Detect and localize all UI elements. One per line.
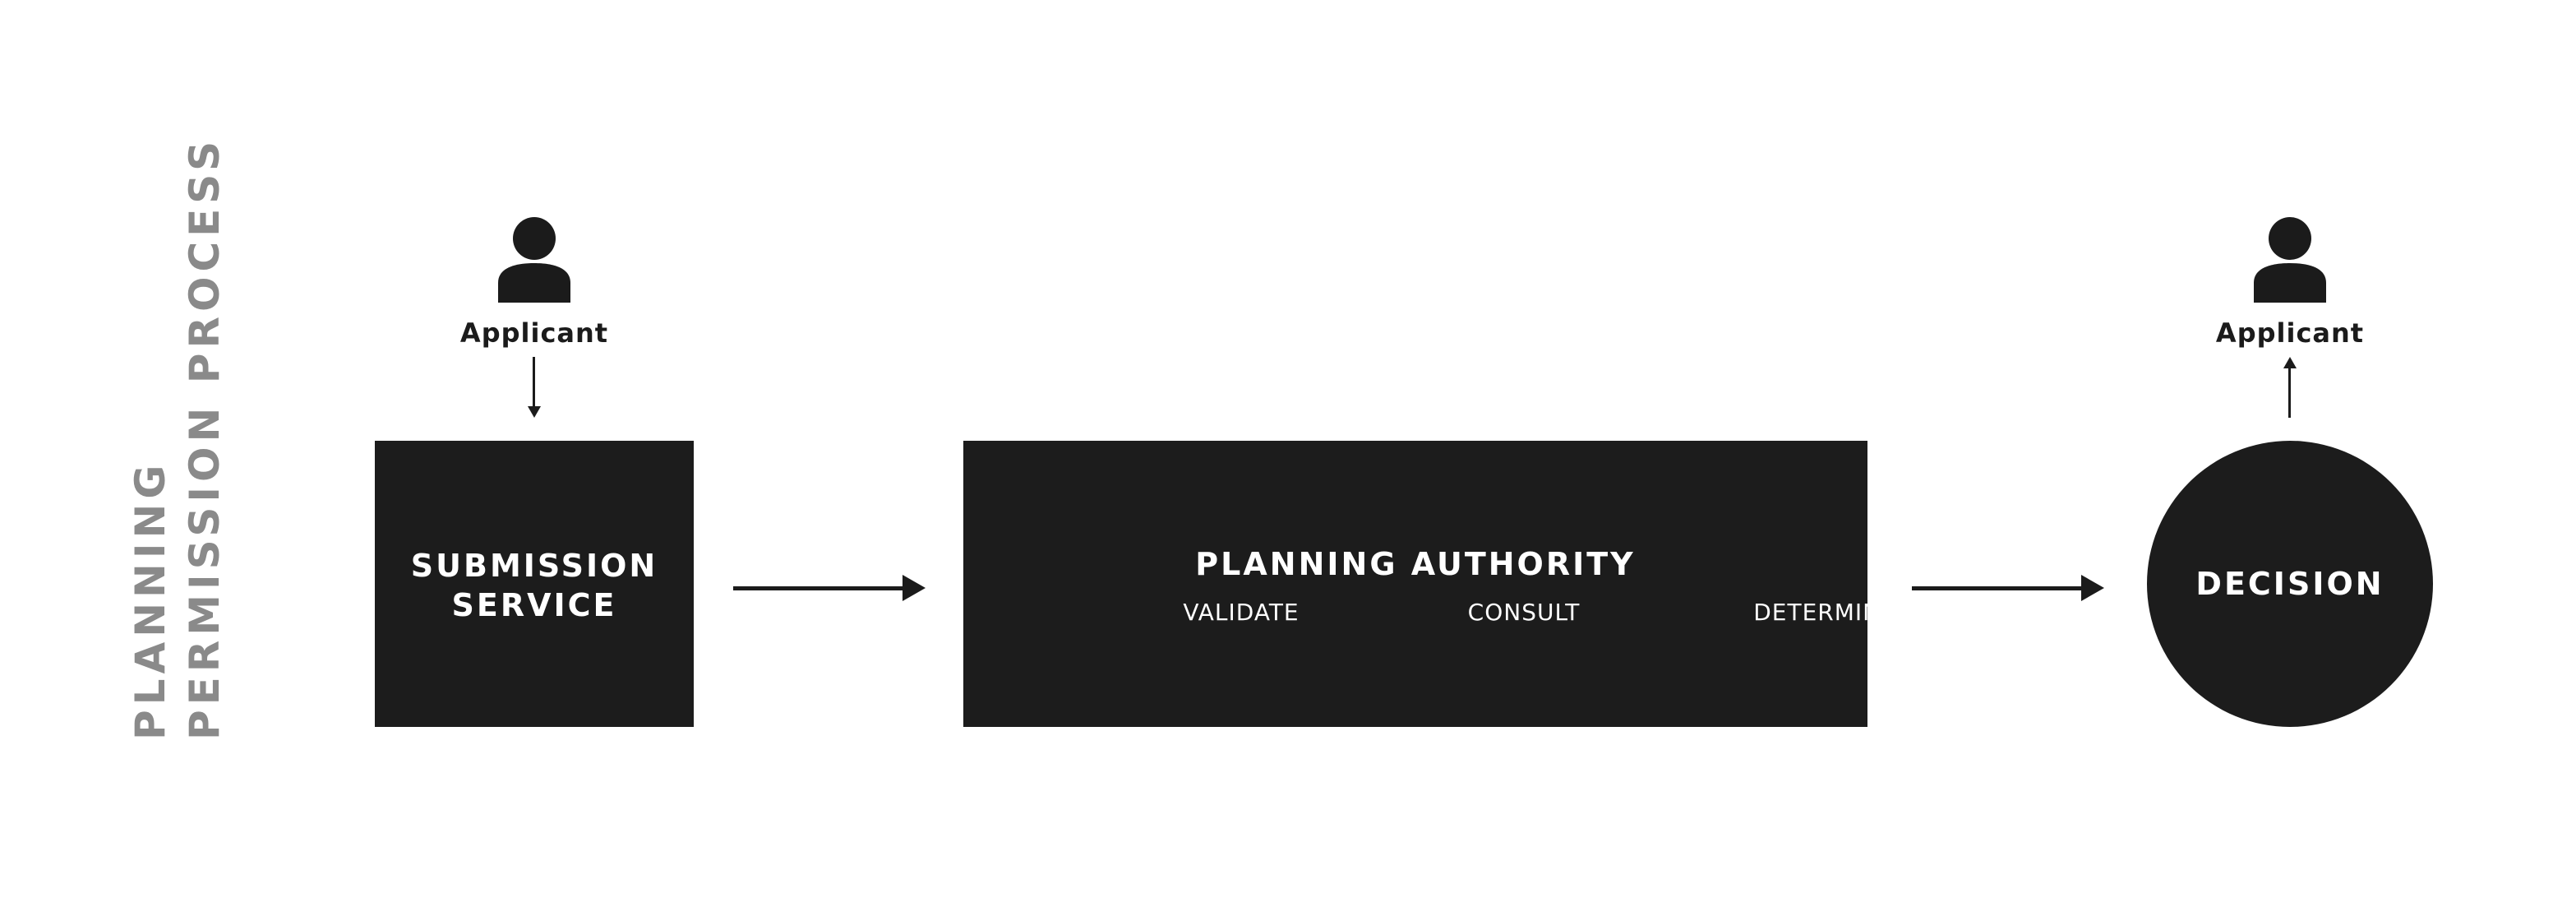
submission-service-box: SUBMISSION SERVICE xyxy=(375,441,694,727)
decision-circle: DECISION xyxy=(2147,441,2433,727)
decision-label: DECISION xyxy=(2195,566,2384,602)
planning-authority-title: PLANNING AUTHORITY xyxy=(1195,546,1636,582)
applicant-out-person-icon xyxy=(2254,217,2326,303)
side-title-line-2: PERMISSION PROCESS xyxy=(181,136,229,740)
arrow-authority-to-decision-shaft xyxy=(1912,586,2084,590)
applicant-in-arrow-shaft xyxy=(533,357,535,408)
applicant-in-label: Applicant xyxy=(459,317,609,349)
side-title: PLANNING PERMISSION PROCESS xyxy=(123,136,230,740)
arrow-submission-to-authority-shaft xyxy=(733,586,906,590)
applicant-out-arrow-shaft xyxy=(2288,368,2291,418)
applicant-out-arrow-head xyxy=(2283,357,2297,368)
applicant-in-arrow-head xyxy=(528,406,541,418)
arrow-authority-to-decision-head xyxy=(2081,575,2104,601)
submission-service-title-line-1: SUBMISSION xyxy=(410,548,658,584)
applicant-out-label: Applicant xyxy=(2215,317,2365,349)
step-validate: VALIDATE xyxy=(1183,599,1300,626)
submission-service-title-line-2: SERVICE xyxy=(451,587,617,623)
step-consult: CONSULT xyxy=(1467,599,1581,626)
applicant-in-person-icon xyxy=(498,217,570,303)
arrow-submission-to-authority-head xyxy=(903,575,926,601)
step-determine: DETERMINE xyxy=(1753,599,1896,626)
side-title-line-1: PLANNING xyxy=(127,460,174,740)
planning-authority-box: PLANNING AUTHORITY VALIDATE CONSULT DETE… xyxy=(963,441,1895,727)
